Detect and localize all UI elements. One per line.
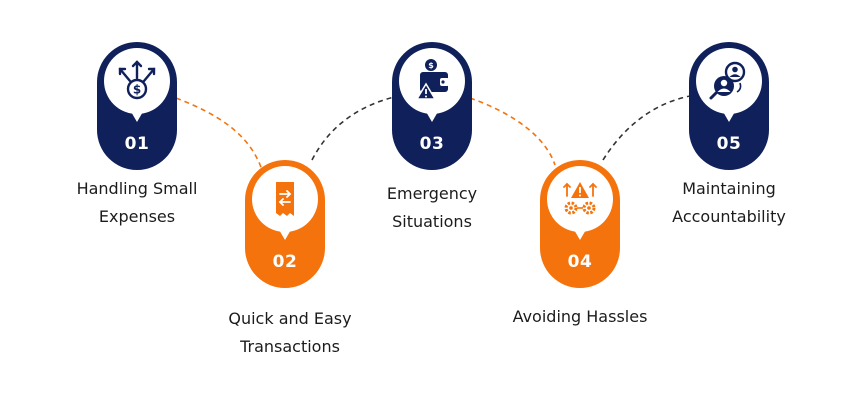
people-search-icon [709, 61, 746, 100]
step-05-pin: 05 [689, 42, 769, 170]
money-arrows-icon: $ [118, 60, 156, 100]
step-03-number: 03 [419, 134, 445, 154]
step-01-number: 01 [124, 134, 150, 154]
svg-text:$: $ [428, 61, 434, 70]
connector-03-04 [469, 97, 556, 166]
step-02-pin: 02 [245, 160, 325, 288]
step-04-pin: 04 [540, 160, 620, 288]
connector-01-02 [175, 97, 263, 171]
step-04-number: 04 [567, 252, 593, 272]
step-03-label: Emergency Situations [386, 184, 478, 231]
step-01-label: Handling Small Expenses [76, 179, 198, 226]
wallet-warning-icon: $ [415, 59, 449, 100]
receipt-exchange-icon [276, 182, 294, 216]
step-05-number: 05 [716, 134, 742, 154]
step-04-label: Avoiding Hassles [512, 307, 648, 326]
step-05-label: Maintaining Accountability [672, 179, 786, 226]
svg-text:$: $ [133, 83, 141, 97]
step-02-number: 02 [272, 252, 298, 272]
warning-gears-icon [563, 182, 597, 215]
connector-02-03 [311, 95, 399, 161]
step-03-pin: $ 03 [392, 42, 472, 170]
step-02-label: Quick and Easy Transactions [228, 309, 352, 356]
connector-04-05 [602, 95, 691, 161]
step-01-pin: $ 01 [97, 42, 177, 170]
